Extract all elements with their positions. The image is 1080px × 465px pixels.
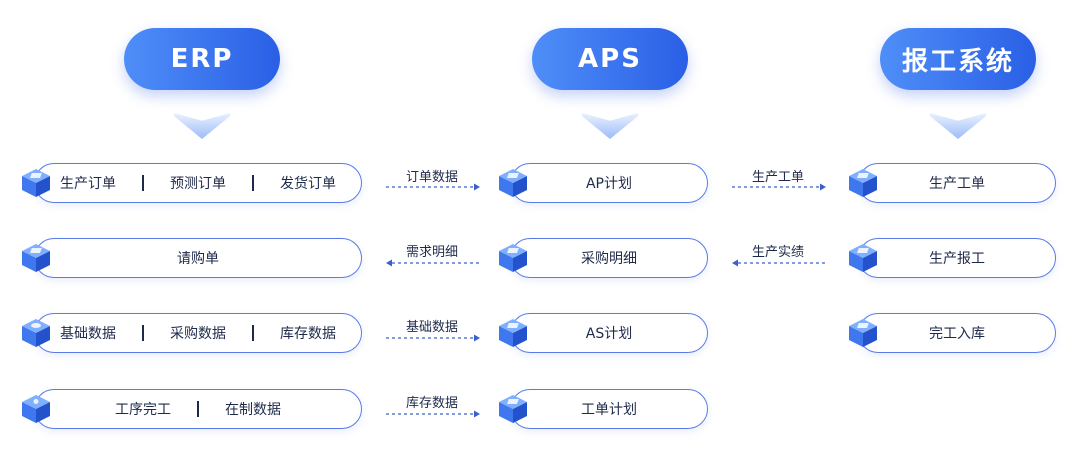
report-row-1-label: 生产工单: [929, 176, 985, 192]
separator: [252, 325, 254, 341]
separator: [197, 401, 199, 417]
flow-label-production-results: 生产实绩: [751, 245, 804, 260]
aps-row-4-label: 工单计划: [581, 402, 637, 418]
flow-label-order-data: 订单数据: [405, 170, 458, 185]
aps-header: APS: [532, 28, 688, 90]
flow-label-work-order: 生产工单: [751, 170, 804, 185]
cube-database-icon: [22, 319, 50, 347]
report-row-3: 完工入库: [858, 313, 1056, 353]
erp-row-3-item-1: 基础数据: [60, 326, 116, 342]
cube-list-icon: [499, 244, 527, 272]
flow-label-inventory-data: 库存数据: [405, 396, 458, 411]
cube-work-order-icon: [849, 169, 877, 197]
erp-row-3-item-2: 采购数据: [170, 326, 226, 342]
erp-row-1-item-1: 生产订单: [60, 176, 116, 192]
cube-report-icon: [849, 244, 877, 272]
erp-row-4: 工序完工 在制数据: [34, 389, 362, 429]
flow-label-demand-detail: 需求明细: [405, 245, 458, 260]
cube-plan-icon: [499, 395, 527, 423]
report-row-3-label: 完工入库: [929, 326, 985, 342]
aps-row-1-label: AP计划: [585, 176, 633, 192]
flow-label-base-data: 基础数据: [405, 320, 458, 335]
arrow-right-icon: [386, 334, 480, 342]
arrow-right-icon: [386, 410, 480, 418]
erp-down-arrow-icon: [174, 113, 230, 139]
erp-row-1: 生产订单 预测订单 发货订单: [34, 163, 362, 203]
erp-row-1-item-3: 发货订单: [280, 176, 336, 192]
cube-document-icon: [22, 169, 50, 197]
aps-row-3: AS计划: [510, 313, 708, 353]
aps-row-2-label: 采购明细: [581, 251, 637, 267]
aps-row-1: AP计划: [510, 163, 708, 203]
arrow-left-icon: [386, 259, 480, 267]
arrow-left-icon: [732, 259, 826, 267]
erp-row-4-item-2: 在制数据: [225, 402, 281, 418]
erp-header: ERP: [124, 28, 280, 90]
cube-as-icon: [499, 319, 527, 347]
separator: [142, 175, 144, 191]
report-down-arrow-icon: [930, 113, 986, 139]
cube-ap-icon: [499, 169, 527, 197]
cube-cart-icon: [22, 244, 50, 272]
separator: [142, 325, 144, 341]
report-row-2-label: 生产报工: [929, 251, 985, 267]
report-row-2: 生产报工: [858, 238, 1056, 278]
erp-row-1-item-2: 预测订单: [170, 176, 226, 192]
erp-row-2-item-1: 请购单: [177, 251, 219, 267]
erp-row-4-item-1: 工序完工: [115, 402, 171, 418]
aps-down-arrow-icon: [582, 113, 638, 139]
report-system-header: 报工系统: [880, 28, 1036, 90]
report-row-1: 生产工单: [858, 163, 1056, 203]
aps-row-3-label: AS计划: [585, 326, 633, 342]
erp-row-3: 基础数据 采购数据 库存数据: [34, 313, 362, 353]
aps-row-4: 工单计划: [510, 389, 708, 429]
cube-process-icon: [22, 395, 50, 423]
separator: [252, 175, 254, 191]
cube-warehouse-icon: [849, 319, 877, 347]
erp-header-label: ERP: [170, 44, 234, 74]
arrow-right-icon: [732, 183, 826, 191]
aps-header-label: APS: [578, 44, 642, 74]
aps-row-2: 采购明细: [510, 238, 708, 278]
arrow-right-icon: [386, 183, 480, 191]
erp-row-2: 请购单: [34, 238, 362, 278]
erp-row-3-item-3: 库存数据: [280, 326, 336, 342]
report-system-header-label: 报工系统: [901, 46, 1014, 77]
